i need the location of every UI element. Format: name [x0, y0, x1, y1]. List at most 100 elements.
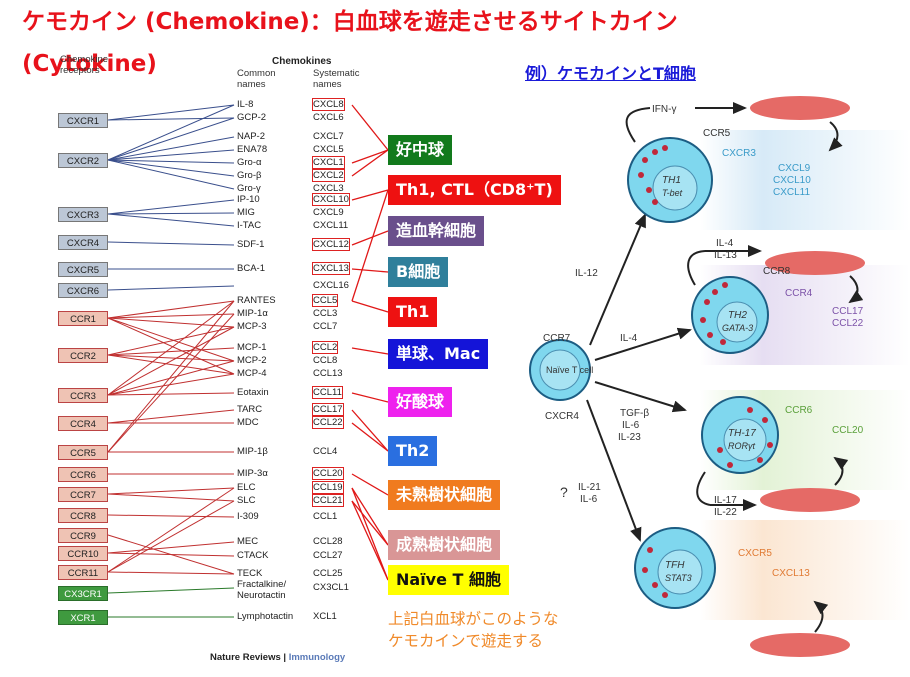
chemokine-systematic-name: CXCL8	[312, 98, 345, 111]
chemokine-common-name: MIG	[237, 207, 255, 218]
label-naive: Naïve T cell	[546, 365, 594, 375]
cell-type-label: 未熟樹状細胞	[388, 480, 501, 510]
cell-type-label: B細胞	[388, 257, 449, 287]
label-th2-chem-2: CCL22	[832, 318, 864, 329]
chemokine-systematic-name: CXCL5	[313, 144, 344, 155]
th2-nucleus	[716, 301, 758, 343]
fibroblasts	[750, 96, 865, 657]
receptor-link	[107, 514, 235, 518]
chemokine-common-name: CTACK	[237, 550, 269, 561]
loop-th1	[625, 107, 651, 143]
chemokine-common-name: MDC	[237, 417, 259, 428]
receptor-link	[107, 212, 235, 215]
cell-link	[351, 487, 389, 546]
chemokine-systematic-name: CCL21	[312, 494, 344, 507]
cell-link	[351, 268, 389, 273]
receptor-xcr1: XCR1	[58, 610, 108, 625]
loop-th17	[696, 471, 711, 506]
arrow-to-th2	[594, 327, 692, 361]
credit-separator: |	[280, 652, 289, 663]
chemokine-systematic-name: XCL1	[313, 611, 337, 622]
receptor-ccr6: CCR6	[58, 467, 108, 482]
receptor-link	[107, 213, 235, 227]
label-th17-ccr6: CCR6	[785, 405, 813, 416]
chemokine-common-name: Gro-γ	[237, 183, 261, 194]
arrow-fibro1	[828, 121, 843, 152]
label-il17: IL-17	[714, 495, 737, 506]
cell-type-label: Th1	[388, 297, 438, 327]
granules	[638, 145, 773, 598]
chemokine-systematic-name: CXCL10	[312, 193, 350, 206]
label-th1-ccr5: CCR5	[703, 128, 731, 139]
chemokine-common-name: Lymphotactin	[237, 611, 294, 622]
label-tfh-tf: STAT3	[665, 573, 692, 583]
chemokine-common-name: MCP-2	[237, 355, 267, 366]
chemokine-common-name: RANTES	[237, 295, 276, 306]
page-title-line2: (Cytokine)	[22, 51, 157, 77]
cell-link	[351, 104, 389, 151]
receptor-link	[107, 487, 235, 495]
chemokine-common-name: BCA-1	[237, 263, 265, 274]
receptor-link	[107, 104, 235, 121]
cell-type-label: 単球、Mac	[388, 339, 489, 369]
cell-link	[351, 392, 389, 403]
receptor-link	[107, 373, 235, 396]
label-tfh-chem: CXCL13	[772, 568, 810, 579]
chemokine-common-name: MCP-3	[237, 321, 267, 332]
label-th1-cxcr3: CXCR3	[722, 148, 756, 159]
cell-link	[351, 149, 389, 177]
label-th2-chem-1: CCL17	[832, 306, 864, 317]
cell-link	[351, 230, 389, 246]
label-ccr7: CCR7	[543, 333, 571, 344]
chemokine-systematic-name: CCL1	[313, 511, 338, 522]
receptor-link	[107, 326, 235, 396]
chemokine-systematic-name: CCL19	[312, 481, 344, 494]
cell-link	[351, 409, 389, 452]
label-question: ?	[560, 484, 568, 500]
chemokine-systematic-name: CXCL3	[313, 183, 344, 194]
cell-type-label: 好酸球	[388, 387, 453, 417]
receptor-link	[107, 500, 235, 573]
cell-link	[351, 189, 389, 302]
receptor-link	[107, 317, 235, 328]
chemokine-systematic-name: CXCL7	[313, 131, 344, 142]
chemokine-common-name: MCP-1	[237, 342, 267, 353]
receptor-ccr2: CCR2	[58, 348, 108, 363]
label-th2: TH2	[728, 310, 747, 321]
tfh-band	[700, 520, 910, 620]
chemokine-common-name: TECK	[237, 568, 263, 579]
label-th17: TH-17	[728, 428, 756, 439]
label-th2-ccr8: CCR8	[763, 266, 791, 277]
label-il6: IL-6	[622, 420, 640, 431]
cell-type-label: Th1, CTL（CD8⁺T)	[388, 175, 561, 205]
chemokine-systematic-name: CXCL2	[312, 169, 345, 182]
chemokine-systematic-name: CCL2	[311, 341, 339, 354]
chemokine-common-name: GCP-2	[237, 112, 267, 123]
chemokine-systematic-name: CXCL9	[313, 207, 344, 218]
chemokine-systematic-name: CCL17	[312, 403, 344, 416]
label-il12: IL-12	[575, 268, 598, 279]
subtitle-link[interactable]: 例）ケモカインとT細胞	[525, 64, 696, 83]
label-tfh-cxcr5: CXCR5	[738, 548, 772, 559]
cell-link	[351, 300, 389, 313]
note-text: 上記白血球がこのような ケモカインで遊走する	[388, 608, 559, 652]
label-cxcr4: CXCR4	[545, 411, 579, 422]
chemokine-systematic-name: CXCL6	[313, 112, 344, 123]
receptor-link	[107, 392, 235, 396]
receptor-link	[107, 149, 235, 161]
cell-type-label: 好中球	[388, 135, 453, 165]
cell-link	[351, 473, 389, 496]
receptor-link	[107, 104, 235, 161]
chemokine-systematic-name: CX3CL1	[313, 582, 349, 593]
receptor-link	[107, 317, 235, 375]
chemokine-common-name: TARC	[237, 404, 263, 415]
chemokine-systematic-name: CXCL12	[312, 238, 350, 251]
chemokine-common-name: MIP-3α	[237, 468, 268, 479]
receptor-ccr4: CCR4	[58, 416, 108, 431]
receptor-link	[107, 117, 235, 161]
label-il21: IL-21	[578, 482, 601, 493]
credit-section: Immunology	[288, 652, 346, 663]
receptor-link	[107, 199, 235, 215]
label-tfh: TFH	[665, 560, 685, 571]
th1-band	[700, 130, 910, 230]
